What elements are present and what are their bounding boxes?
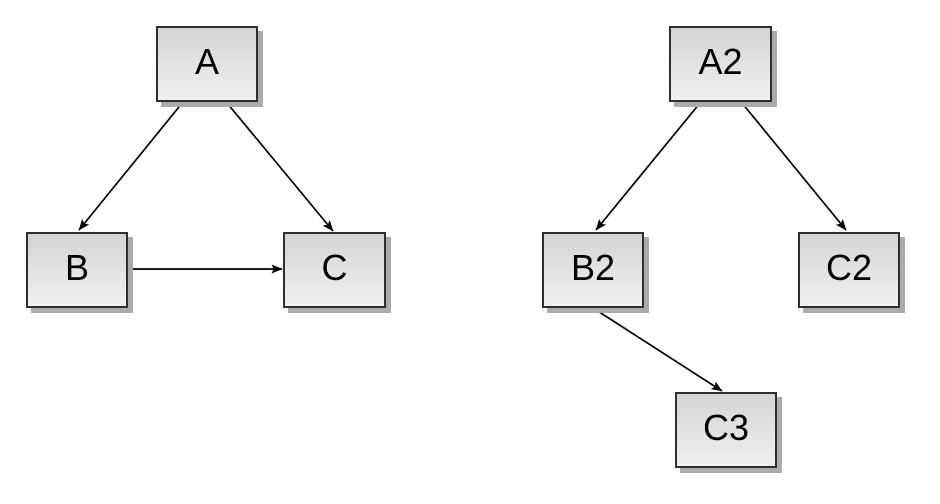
node-c[interactable]: C — [283, 232, 386, 308]
edge-a-c — [226, 102, 334, 232]
edge-b2-c3 — [592, 307, 723, 392]
node-b[interactable]: B — [26, 232, 128, 308]
node-label: B2 — [570, 247, 616, 288]
edge-a-b — [78, 101, 184, 231]
edge-a2-c2 — [741, 102, 847, 231]
node-label: B — [64, 247, 89, 288]
node-a[interactable]: A — [156, 26, 258, 102]
node-label: C3 — [702, 407, 750, 448]
node-label: A2 — [698, 41, 743, 82]
node-label: C2 — [825, 247, 873, 288]
node-c2[interactable]: C2 — [798, 232, 900, 308]
node-b2[interactable]: B2 — [542, 232, 644, 308]
node-label: C — [321, 247, 348, 288]
node-label: A — [194, 41, 219, 82]
edge-a2-b2 — [595, 102, 701, 231]
node-a2[interactable]: A2 — [669, 26, 772, 102]
node-c3[interactable]: C3 — [675, 392, 777, 468]
